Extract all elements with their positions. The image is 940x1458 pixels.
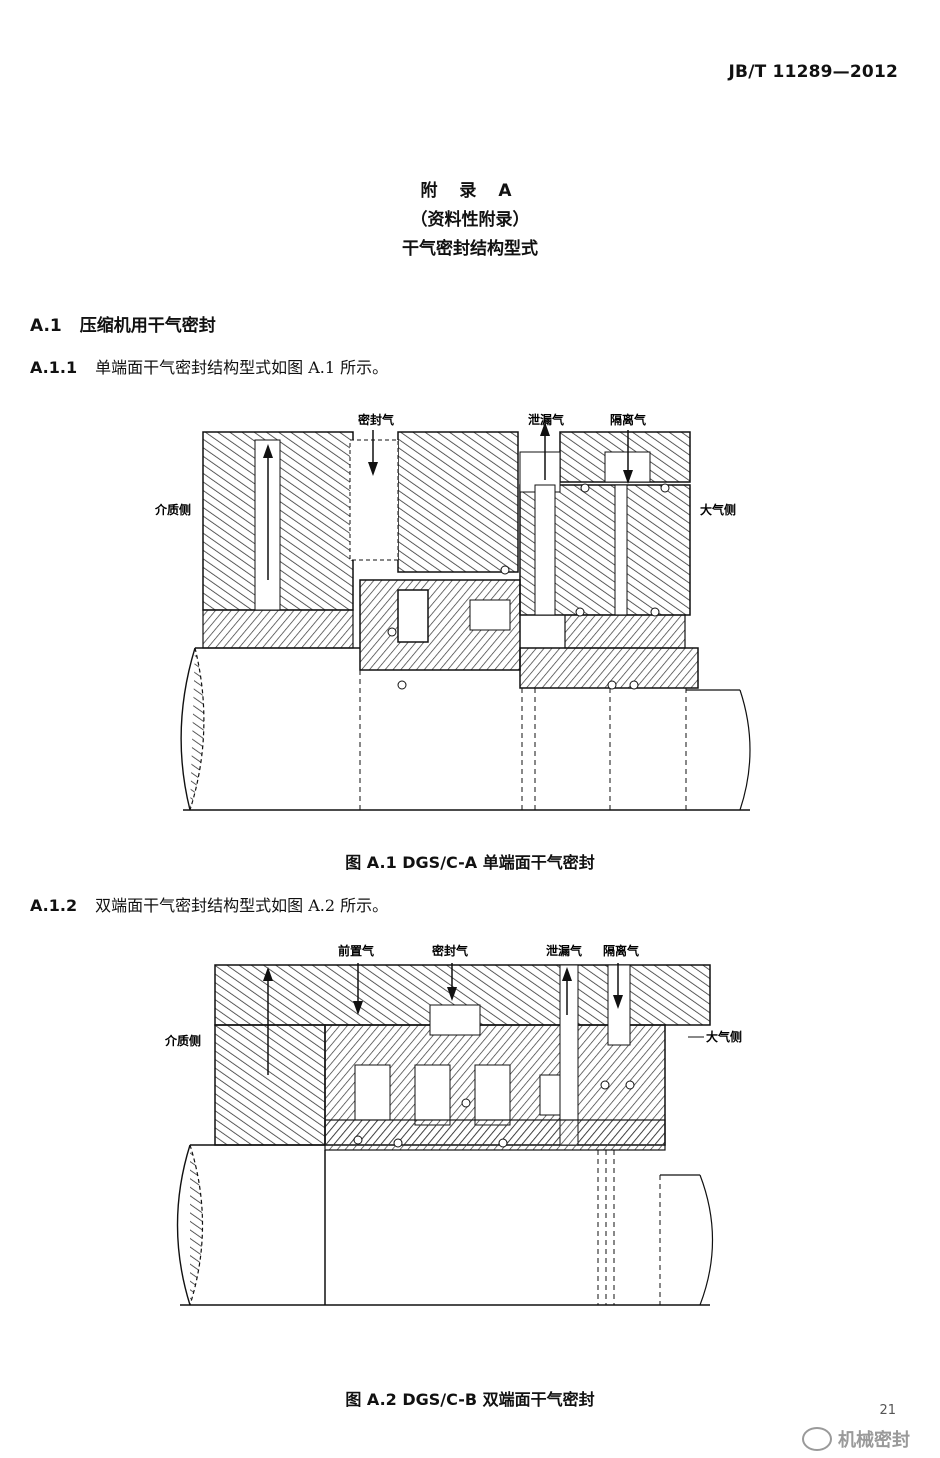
label-medium-side: 介质侧 (164, 1033, 201, 1048)
label-isolation-gas: 隔离气 (603, 943, 639, 958)
label-isolation-gas: 隔离气 (610, 412, 646, 427)
section-number: A.1.1 (30, 358, 78, 377)
label-leak-gas: 泄漏气 (546, 943, 582, 958)
section-title: 压缩机用干气密封 (79, 316, 216, 336)
label-atmosphere-side: 大气侧 (706, 1029, 742, 1044)
label-atmosphere-side: 大气侧 (700, 502, 736, 517)
section-number: A.1.2 (30, 896, 78, 915)
figure-a2-drawing: 前置气 密封气 泄漏气 隔离气 介质侧 大气侧 (164, 943, 742, 1306)
appendix-title: 附 录 A (420, 181, 520, 201)
section-a12-paragraph: A.1.2 双端面干气密封结构型式如图 A.2 所示。 (30, 892, 388, 916)
label-pre-gas: 前置气 (338, 943, 374, 958)
figure-a2-caption: 图 A.2 DGS/C-B 双端面干气密封 (345, 1390, 595, 1409)
section-text: 单端面干气密封结构型式如图 A.1 所示。 (95, 358, 389, 377)
section-a11-paragraph: A.1.1 单端面干气密封结构型式如图 A.1 所示。 (30, 354, 388, 378)
label-leak-gas: 泄漏气 (528, 412, 564, 427)
chat-bubble-icon (802, 1427, 832, 1451)
figure-a1-caption: 图 A.1 DGS/C-A 单端面干气密封 (345, 853, 595, 872)
section-a1-heading: A.1 压缩机用干气密封 (30, 311, 216, 336)
section-text: 双端面干气密封结构型式如图 A.2 所示。 (95, 896, 389, 915)
watermark-text: 机械密封 (838, 1430, 910, 1451)
page-number: 21 (879, 1403, 896, 1418)
appendix-subject: 干气密封结构型式 (402, 239, 538, 259)
section-number: A.1 (30, 316, 62, 336)
label-seal-gas: 密封气 (358, 412, 394, 427)
appendix-note: （资料性附录） (410, 210, 530, 230)
label-medium-side: 介质侧 (154, 502, 191, 517)
label-seal-gas: 密封气 (432, 943, 468, 958)
figure-a1-drawing: 密封气 泄漏气 隔离气 介质侧 大气侧 (154, 412, 751, 811)
watermark: 机械密封 (802, 1426, 910, 1452)
document-number: JB/T 11289—2012 (728, 62, 898, 82)
